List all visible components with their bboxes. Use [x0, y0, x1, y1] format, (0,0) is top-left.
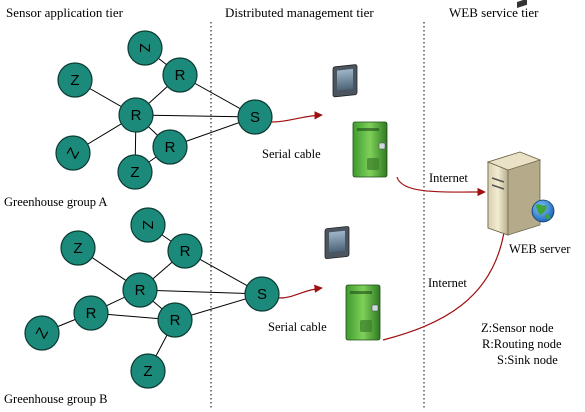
internet-label-a: Internet: [429, 171, 468, 185]
svg-text:Z: Z: [143, 363, 152, 380]
svg-text:R: R: [131, 107, 142, 124]
serial-link-a: [271, 111, 323, 123]
legend-sink-node: S:Sink node: [497, 353, 558, 367]
svg-text:S: S: [257, 286, 267, 303]
svg-text:R: R: [165, 139, 176, 156]
web-server-label: WEB server: [509, 242, 571, 256]
svg-text:R: R: [135, 282, 146, 299]
svg-text:Z: Z: [73, 240, 82, 257]
node-r-a2: R: [152, 129, 188, 165]
svg-text:Z: Z: [139, 220, 156, 229]
internet-label-b: Internet: [428, 276, 467, 290]
node-z-a2: Z: [57, 62, 93, 98]
svg-text:Z: Z: [136, 43, 153, 52]
legend-sensor-node: Z:Sensor node: [481, 321, 554, 335]
node-s-a: S: [237, 99, 273, 135]
svg-text:S: S: [250, 109, 260, 126]
node-r-b3: R: [157, 302, 193, 338]
node-z-a1: Z: [127, 30, 163, 66]
node-r-a1: R: [162, 57, 198, 93]
group-b-label: Greenhouse group B: [4, 392, 107, 406]
internet-link-a: [396, 176, 486, 197]
node-z-a4: Z: [117, 154, 153, 190]
legend-routing-node: R:Routing node: [482, 337, 562, 351]
tier-title-web: WEB service tier: [449, 5, 539, 20]
node-z-b2: Z: [60, 230, 96, 266]
serial-cable-label-b: Serial cable: [268, 320, 327, 334]
svg-text:R: R: [86, 305, 97, 322]
tier-title-sensor: Sensor application tier: [6, 5, 124, 20]
tier-title-management: Distributed management tier: [225, 5, 374, 20]
svg-text:Z: Z: [130, 164, 139, 181]
node-z-a3: Z: [55, 135, 91, 171]
group-a-nodes: Z Z R R S R Z Z: [55, 30, 273, 190]
node-z-b4: Z: [130, 353, 166, 389]
node-z-b3: Z: [24, 315, 60, 351]
group-b-nodes: Z Z R R S R R Z: [24, 207, 280, 389]
node-r-b-center: R: [122, 272, 158, 308]
computer-icon-a: [332, 64, 388, 178]
legend: Z:Sensor node R:Routing node S:Sink node: [481, 321, 562, 367]
node-z-b1: Z: [130, 207, 166, 243]
node-r-a-center: R: [118, 97, 154, 133]
svg-text:Z: Z: [70, 72, 79, 89]
svg-text:R: R: [170, 312, 181, 329]
svg-text:R: R: [175, 67, 186, 84]
node-r-b2: R: [73, 295, 109, 331]
svg-text:R: R: [180, 243, 191, 260]
internet-link-b: [382, 225, 509, 341]
node-s-b: S: [244, 276, 280, 312]
computer-icon-b: [324, 226, 381, 341]
web-server-icon: [486, 0, 555, 236]
group-a-label: Greenhouse group A: [4, 195, 107, 209]
serial-cable-label-a: Serial cable: [262, 147, 321, 161]
serial-link-b: [278, 284, 323, 299]
node-r-b1: R: [167, 233, 203, 269]
